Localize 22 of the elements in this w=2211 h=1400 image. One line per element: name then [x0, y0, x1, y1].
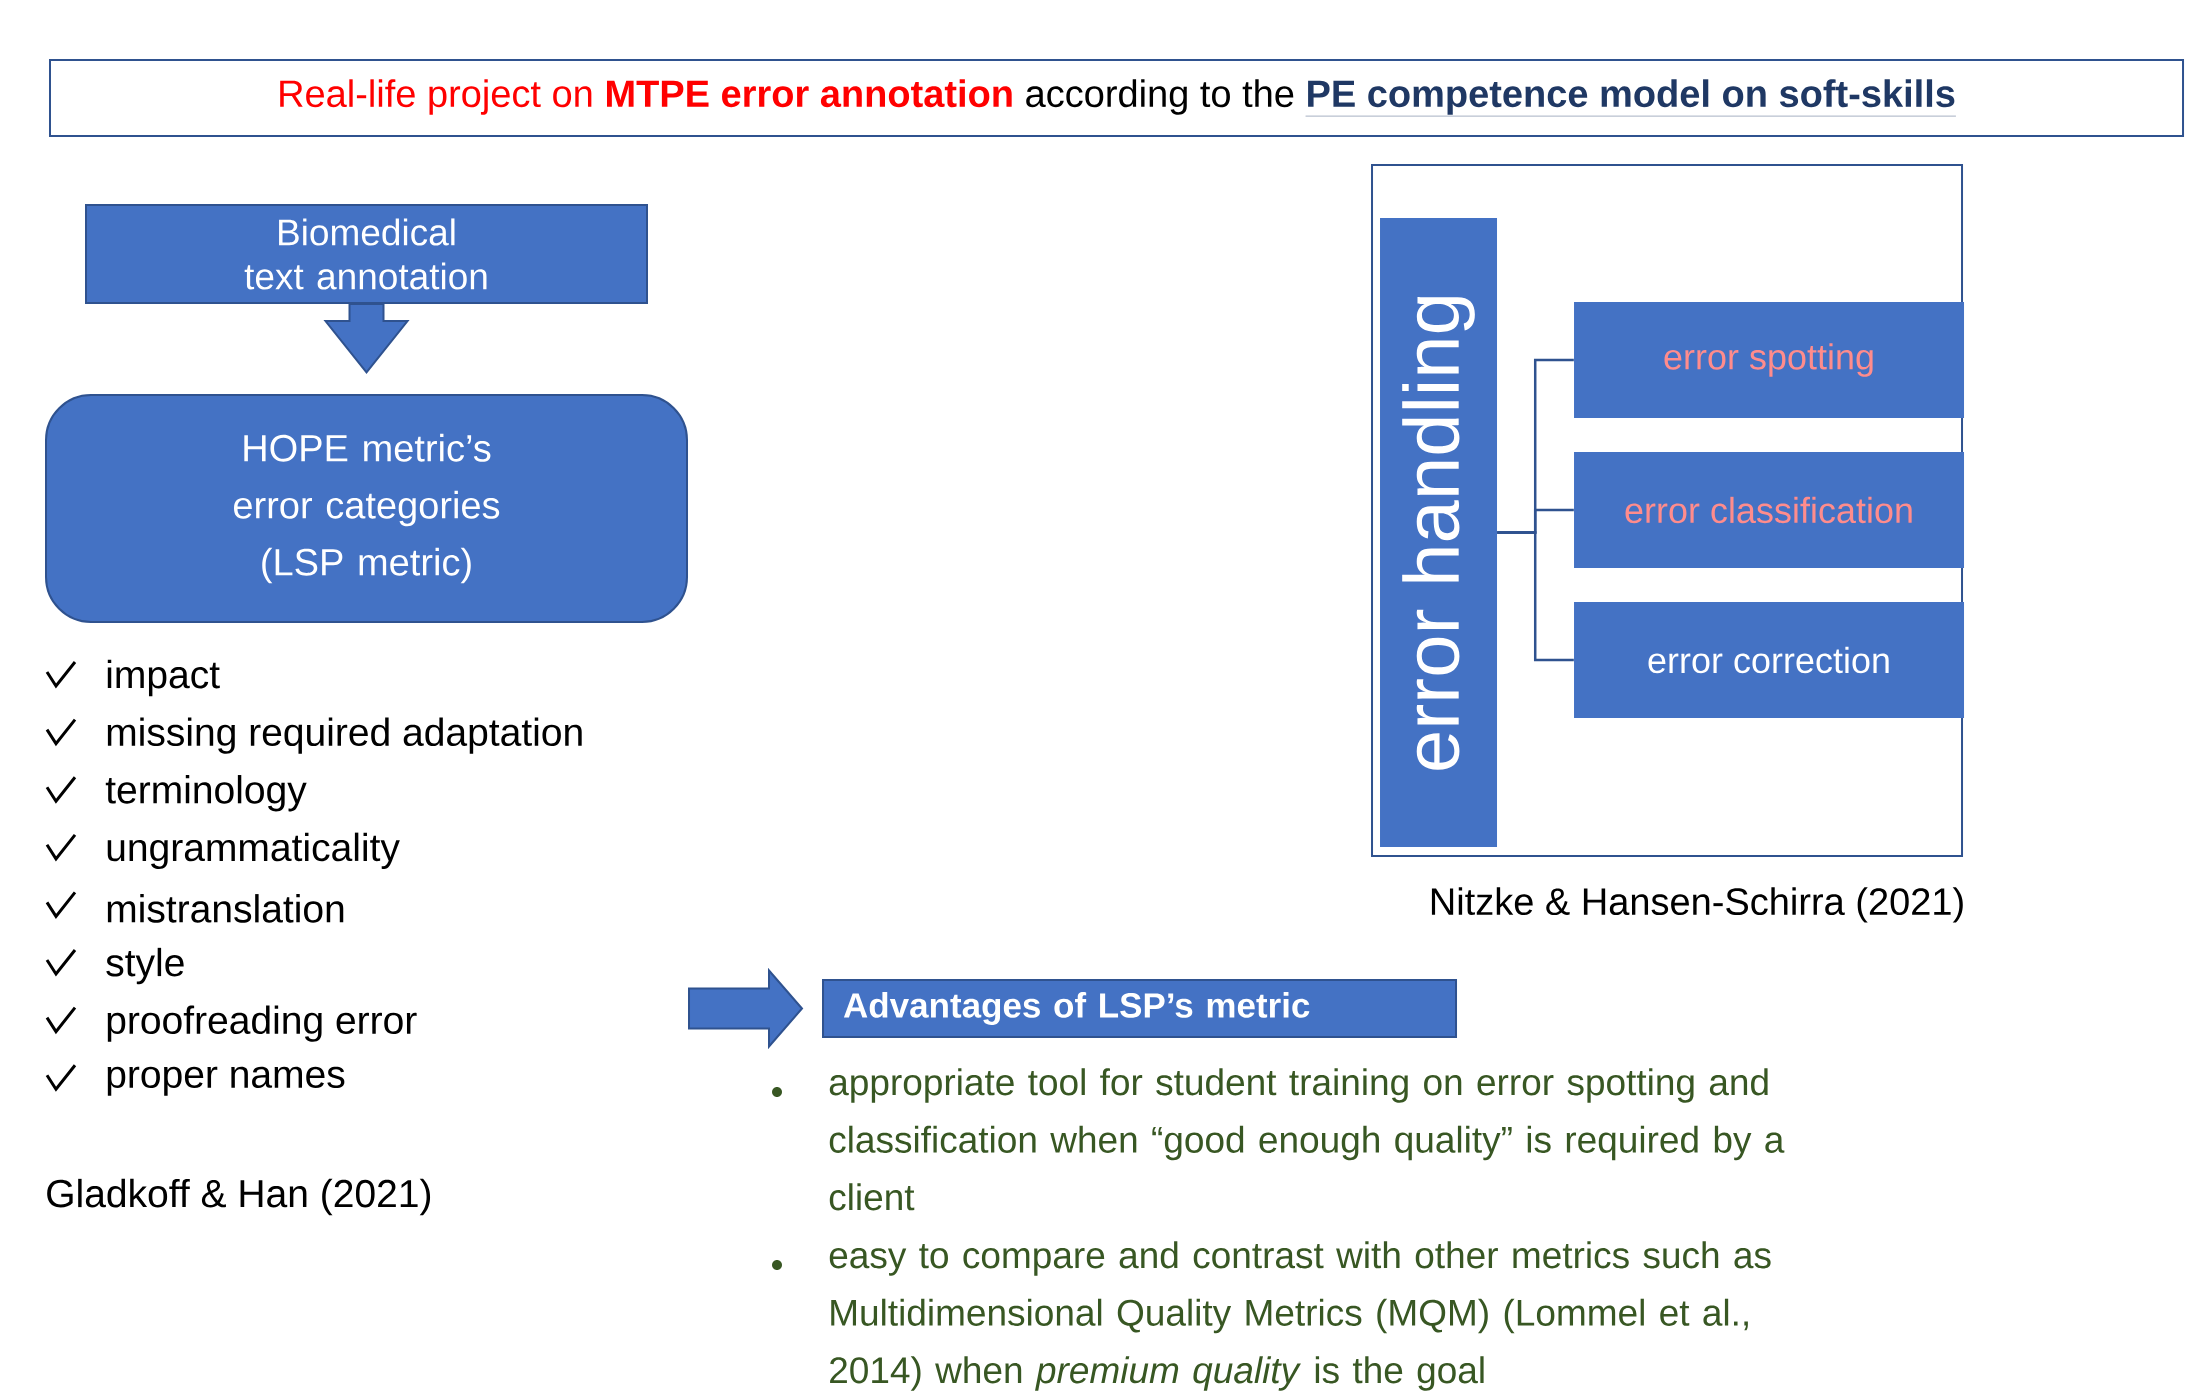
list-item: style — [106, 947, 184, 985]
vertical-bar: error handling — [1380, 218, 1497, 847]
list-item: impact — [107, 659, 220, 697]
list-item: missing required adaptation — [107, 717, 582, 754]
reference: Gladkoff & Han (2021) — [47, 1178, 431, 1216]
callout-box: Biomedical text annotation — [85, 204, 648, 304]
block-arrow — [323, 303, 410, 374]
list-item: ungrammaticality — [107, 832, 400, 869]
heading-box: Advantages of LSP’s metric — [822, 979, 1457, 1038]
rounded-box: HOPE metric’s error categories (LSP metric) — [45, 394, 688, 623]
list-item: mistranslation — [107, 894, 344, 923]
reference: Nitzke & Hansen-Schirra (2021) — [1431, 887, 1963, 923]
connector-line — [1497, 531, 1574, 662]
banner-box: Real-life project on MTPE error annotation according to the PE competence model on soft-skills — [49, 59, 2185, 137]
list-item: proofreading error — [107, 1005, 417, 1042]
process-box: error correction — [1574, 602, 1964, 718]
bullet-text: easy to compare and contrast with other metrics such as Multidimensional Quality Metrics (MQM) (Lommel et al., 2014) when premium quality is the goal — [829, 1241, 1771, 1391]
list-item: proper names — [107, 1066, 345, 1096]
process-box: error classification — [1574, 452, 1964, 568]
process-box: error spotting — [1574, 302, 1964, 418]
block-arrow — [688, 967, 804, 1050]
list-item: terminology — [105, 775, 307, 812]
